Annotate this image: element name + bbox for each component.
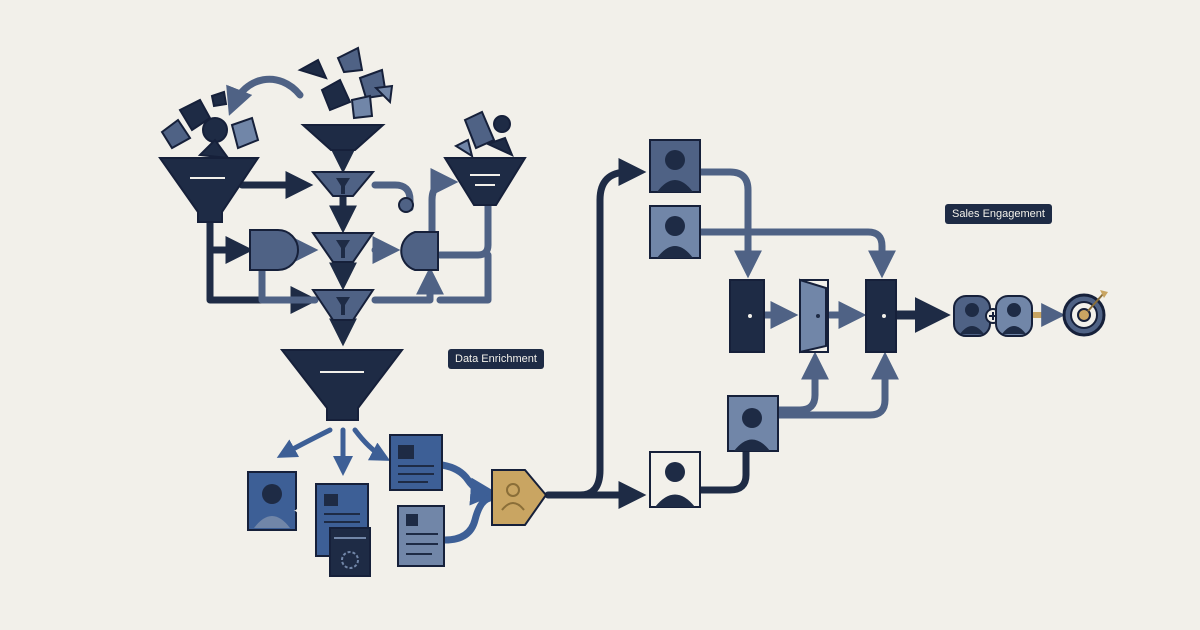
door-icon [729, 279, 765, 353]
junction-dot [398, 197, 414, 213]
raw-data-scatter-top [297, 46, 394, 120]
raw-data-scatter-left [160, 90, 260, 160]
funnel-icon [311, 289, 375, 321]
person-icon: ✦ [247, 471, 303, 531]
document-icon [397, 505, 445, 567]
document-icon [389, 434, 443, 491]
funnel-icon [310, 171, 376, 197]
rounded-gate-icon [249, 229, 299, 271]
rounded-gate-icon [400, 231, 439, 271]
connector-lines-engagement [696, 168, 1066, 494]
person-icon [649, 205, 701, 259]
connector-lines-enrichment [276, 158, 647, 544]
funnel-icon [443, 157, 527, 206]
person-icon [649, 451, 701, 508]
funnel-icon [279, 349, 405, 421]
sales-engagement-label: Sales Engagement [945, 204, 1052, 224]
merge-profile-node [491, 469, 548, 526]
recycle-arrow [226, 75, 304, 116]
data-enrichment-label: Data Enrichment [448, 349, 544, 369]
funnel-icon [158, 157, 260, 223]
two-people-plus-icon [953, 295, 1033, 337]
target-icon [1062, 290, 1108, 337]
svg-text:✦: ✦ [293, 504, 303, 518]
funnel-icon [311, 232, 375, 263]
funnel-icon [300, 124, 386, 151]
door-icon [865, 279, 897, 353]
raw-data-scatter-right [453, 110, 514, 159]
door-icon [799, 278, 829, 354]
person-icon [727, 395, 779, 452]
document-icon [329, 527, 371, 577]
connector-lines-funnels [206, 75, 492, 347]
person-icon [649, 139, 701, 193]
